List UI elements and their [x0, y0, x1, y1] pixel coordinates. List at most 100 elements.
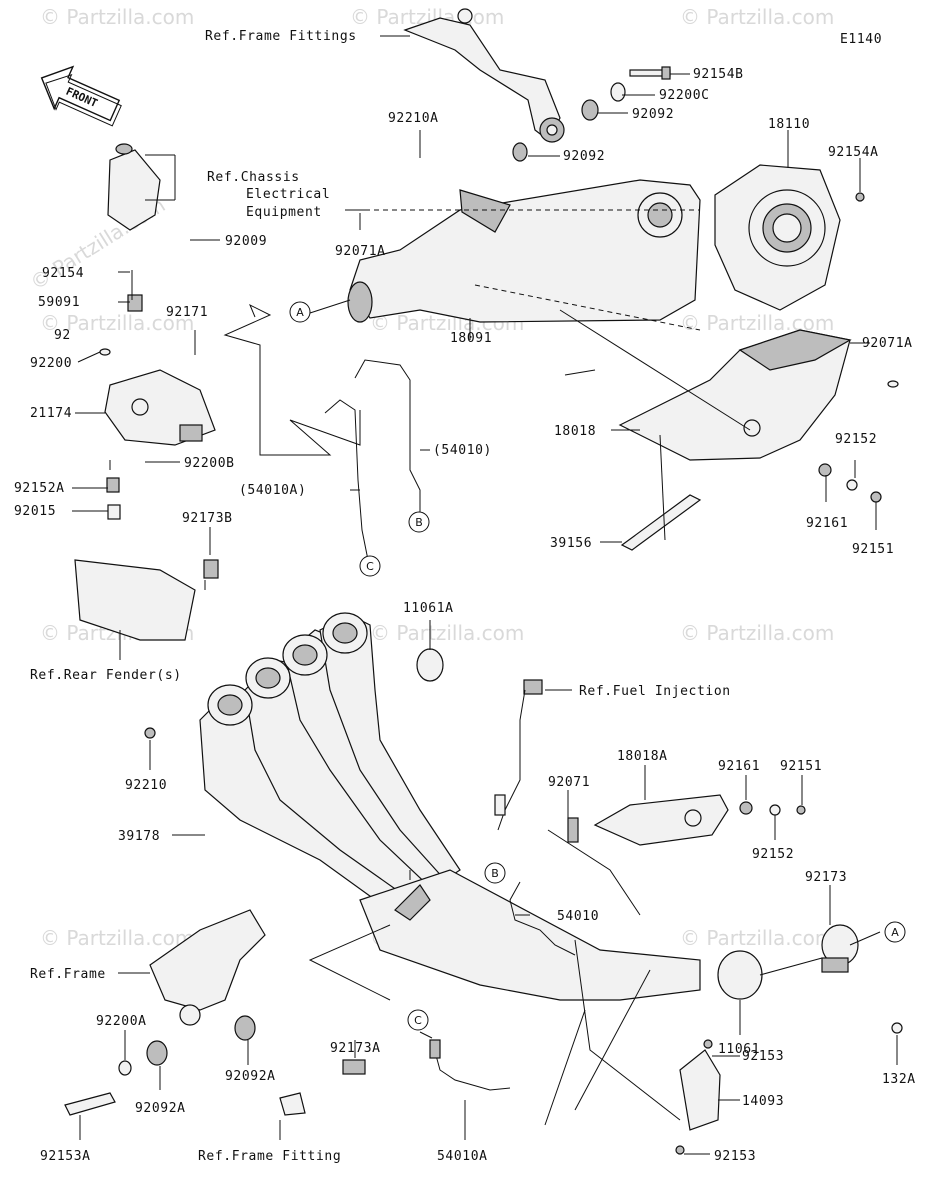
label-92200C: 92200C: [659, 88, 710, 103]
label-92173A: 92173A: [330, 1041, 381, 1056]
valve-cover-14093: [675, 1039, 721, 1155]
watermark: © Partzilla.com: [680, 5, 834, 29]
valve-actuator: [74, 143, 219, 641]
watermark: © Partzilla.com: [370, 621, 524, 645]
lower-frame: [64, 909, 266, 1116]
label-39156: [620, 494, 702, 551]
label-92071A-left: 92071A: [335, 244, 386, 259]
diagram-code: E1140: [840, 32, 882, 47]
label-92071A-right: 92071A: [862, 336, 913, 351]
label-132A: 132A: [882, 1072, 916, 1087]
label-92152-right: 92152: [835, 432, 877, 447]
label-18110: 18110: [768, 117, 810, 132]
label-92092A-2: 92092A: [135, 1101, 186, 1116]
label-92154B: 92154B: [693, 67, 744, 82]
label-11061A: 11061A: [403, 601, 454, 616]
label-92152A: 92152A: [14, 481, 65, 496]
label-92154: 92154: [42, 266, 84, 281]
heat-guard-lower: [567, 794, 729, 846]
label-18018: 18018: [554, 424, 596, 439]
label-ref-frame: Ref.Frame: [30, 967, 106, 982]
bolt-132A: [891, 1022, 903, 1034]
label-92151-lower: 92151: [780, 759, 822, 774]
label-59091: 59091: [38, 295, 80, 310]
label-92210A: 92210A: [388, 111, 439, 126]
exhaust-headers: [199, 612, 701, 1001]
label-92153A: 92153A: [40, 1149, 91, 1164]
front-arrow: FRONT: [40, 65, 122, 127]
label-92092A-1: 92092A: [225, 1069, 276, 1084]
label-92161-right: 92161: [806, 516, 848, 531]
heat-guard: [618, 329, 852, 461]
label-ref-frame-fittings: Ref.Frame Fittings: [205, 29, 357, 44]
label-92153-bottom: 92153: [714, 1149, 756, 1164]
label-92-partial: 92: [54, 328, 71, 343]
label-92151-right: 92151: [852, 542, 894, 557]
muffler: [347, 179, 701, 323]
callout-b-bottom: B: [484, 862, 506, 884]
label-92015: 92015: [14, 504, 56, 519]
svg-text:A: A: [891, 926, 899, 939]
label-92153-top: 92153: [742, 1049, 784, 1064]
bolt-92151-lower: [796, 805, 806, 815]
label-ref-frame-fitting: Ref.Frame Fitting: [198, 1149, 341, 1164]
callout-c-bottom: C: [407, 1009, 429, 1031]
label-92171: 92171: [166, 305, 208, 320]
washer-92152-lower: [769, 804, 781, 816]
label-92092-mid: 92092: [563, 149, 605, 164]
frame-fitting-bracket: [403, 8, 565, 143]
watermark: © Partzilla.com: [680, 926, 834, 950]
gasket-11061: [717, 950, 763, 1000]
callout-c-top: C: [359, 555, 381, 577]
label-92210: 92210: [125, 778, 167, 793]
label-ref-rear-fender: Ref.Rear Fender(s): [30, 668, 182, 683]
label-92200B: 92200B: [184, 456, 235, 471]
label-ref-fuel-injection: Ref.Fuel Injection: [579, 684, 731, 699]
part-labels: Ref.Frame Fittings E1140 92154B 92200C 9…: [14, 29, 916, 1164]
label-92152-lower: 92152: [752, 847, 794, 862]
label-92071: 92071: [548, 775, 590, 790]
bolt-92154A: [855, 192, 865, 202]
callout-a-top: A: [289, 301, 311, 323]
o2-sensor-cables-upper: [324, 359, 421, 561]
callout-a-bottom: A: [884, 921, 906, 943]
svg-text:A: A: [296, 306, 304, 319]
leader-lines: [72, 35, 898, 1155]
label-92009: 92009: [225, 234, 267, 249]
label-92154A: 92154A: [828, 145, 879, 160]
top-hardware: [512, 66, 671, 162]
label-ref-chassis-line1: Ref.Chassis: [207, 170, 300, 185]
label-ref-chassis-line2: Electrical: [246, 187, 330, 202]
label-92200A: 92200A: [96, 1014, 147, 1029]
cable-clip-92173A: [279, 1059, 366, 1116]
label-11061: 11061: [718, 1042, 760, 1057]
washer-92152: [846, 479, 858, 491]
svg-text:B: B: [491, 867, 499, 880]
label-54010-paren: (54010): [433, 443, 492, 458]
collar-92161-lower: [739, 801, 753, 815]
watermark: © Partzilla.com: [40, 311, 194, 335]
fuel-injection-sensor: [494, 679, 543, 831]
bolt-92151: [870, 491, 882, 503]
label-39156: 39156: [550, 536, 592, 551]
callout-b-top: B: [408, 511, 430, 533]
svg-text:C: C: [366, 560, 374, 573]
label-18091: 18091: [450, 331, 492, 346]
watermark: © Partzilla.com: [40, 5, 194, 29]
label-18018A: 18018A: [617, 749, 668, 764]
clamp-92173: [821, 924, 859, 973]
grommet-92071A: [887, 380, 899, 388]
svg-text:B: B: [415, 516, 423, 529]
label-92092-top: 92092: [632, 107, 674, 122]
gasket-11061A: [416, 648, 444, 682]
label-21174: 21174: [30, 406, 72, 421]
muffler-end-cover: [714, 164, 841, 311]
label-54010A: 54010A: [437, 1149, 488, 1164]
watermark: © Partzilla.com: [680, 311, 834, 335]
collar-92161: [818, 463, 832, 477]
label-14093: 14093: [742, 1094, 784, 1109]
label-ref-chassis-line3: Equipment: [246, 205, 322, 220]
label-92173: 92173: [805, 870, 847, 885]
label-39178: 39178: [118, 829, 160, 844]
